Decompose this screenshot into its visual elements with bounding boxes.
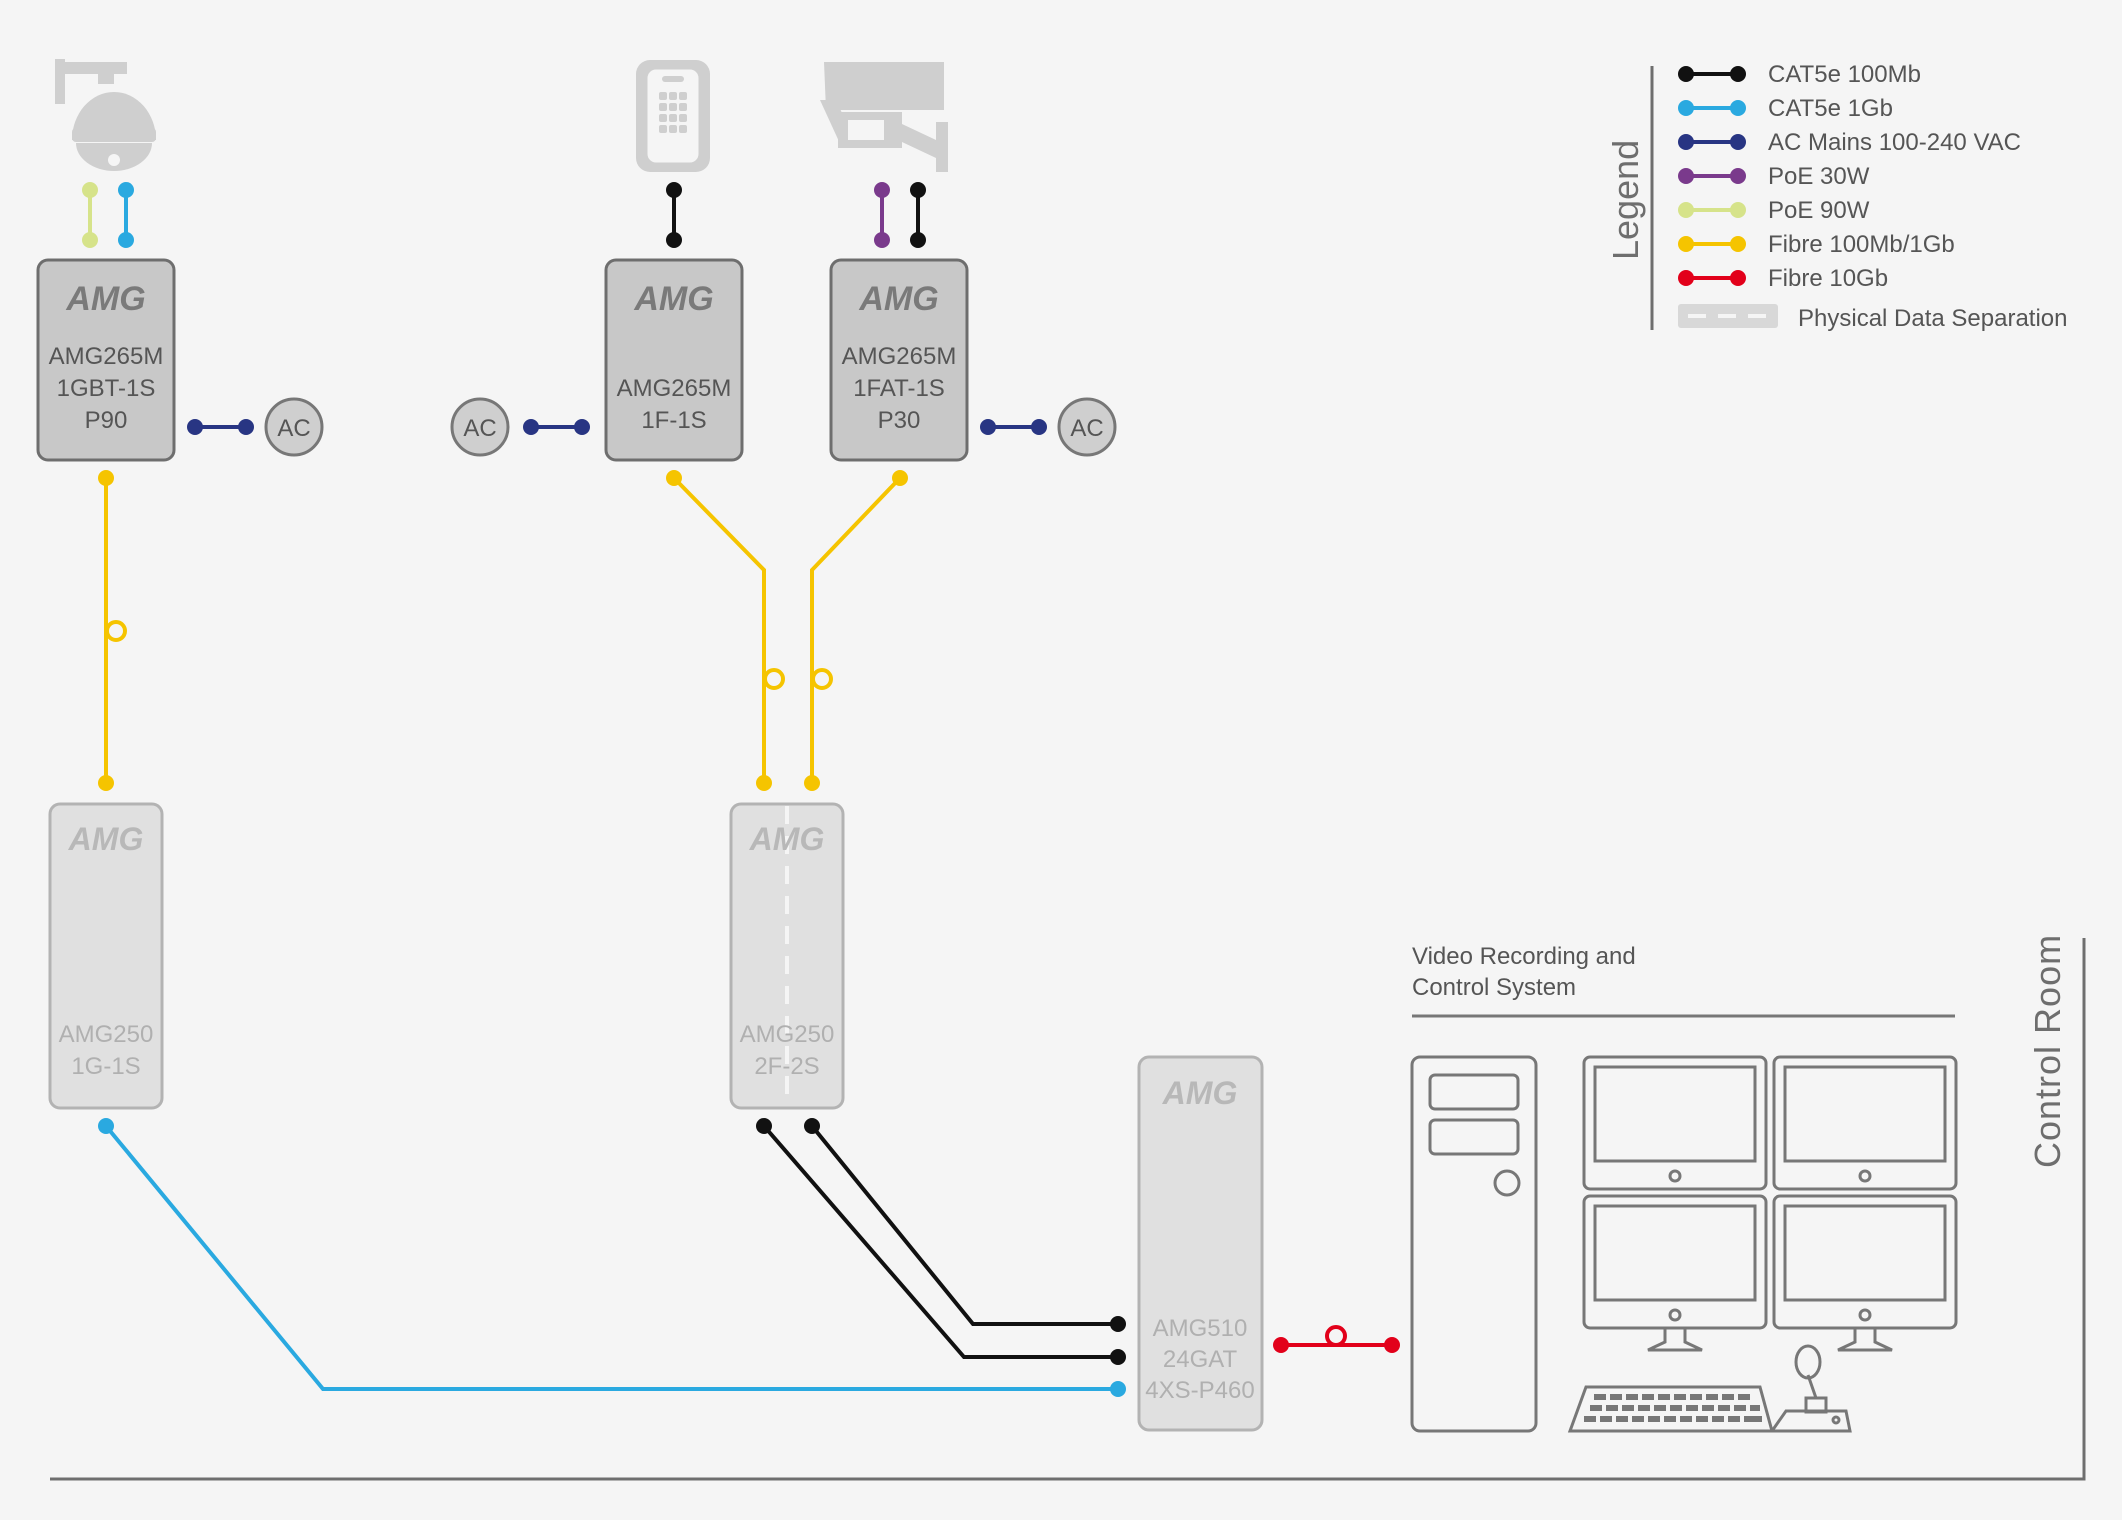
legend-swatch-dot xyxy=(1678,100,1694,116)
ac-label: AC xyxy=(1070,415,1103,442)
legend-label: PoE 30W xyxy=(1768,163,1870,190)
legend-separation-label: Physical Data Separation xyxy=(1798,305,2067,332)
device-variant: 24GAT xyxy=(1163,1346,1238,1373)
legend-label: PoE 90W xyxy=(1768,197,1870,224)
legend-label: CAT5e 1Gb xyxy=(1768,95,1893,122)
legend-swatch-dot xyxy=(1730,168,1746,184)
fibre-link xyxy=(672,476,766,783)
ac-label: AC xyxy=(277,415,310,442)
legend-swatch-dot xyxy=(1730,270,1746,286)
device-model: AMG250 xyxy=(59,1021,154,1048)
device-amg265m-1gbt-1s-p90: AMG AMG265M 1GBT-1S P90 xyxy=(36,258,176,462)
fibre-loops xyxy=(105,620,1347,1347)
legend-item: CAT5e 100Mb xyxy=(1678,61,1921,88)
device-power: P30 xyxy=(878,407,921,434)
device-amg250-2f-2s: AMG AMG250 2F-2S xyxy=(729,802,845,1110)
legend-item: Fibre 100Mb/1Gb xyxy=(1678,231,1955,258)
ptz-camera-icon xyxy=(55,59,156,171)
legend-swatch-dot xyxy=(1730,134,1746,150)
amg-logo: AMG xyxy=(633,280,713,318)
device-amg250-1g-1s: AMG AMG250 1G-1S xyxy=(48,802,164,1110)
legend-label: CAT5e 100Mb xyxy=(1768,61,1921,88)
device-variant: 2F-2S xyxy=(754,1053,819,1080)
device-power: P90 xyxy=(85,407,128,434)
device-amg265m-1fat-1s-p30: AMG AMG265M 1FAT-1S P30 xyxy=(829,258,969,462)
device-model: AMG250 xyxy=(740,1021,835,1048)
amg-logo: AMG xyxy=(1162,1075,1238,1111)
joystick-icon xyxy=(1769,1344,1852,1433)
control-room-border xyxy=(50,938,2086,1481)
device-model: AMG265M xyxy=(49,343,164,370)
device-variant: 1GBT-1S xyxy=(57,375,156,402)
legend-item: PoE 30W xyxy=(1678,163,1870,190)
legend-swatch-dot xyxy=(1678,202,1694,218)
monitor-icon xyxy=(1582,1194,1768,1352)
legend-label: Fibre 10Gb xyxy=(1768,265,1888,292)
legend-title: Legend xyxy=(1605,140,1646,260)
legend-item: AC Mains 100-240 VAC xyxy=(1678,129,2021,156)
keyboard-icon xyxy=(1567,1385,1774,1433)
system-title-line1: Video Recording and xyxy=(1412,943,1636,970)
legend-swatch-dot xyxy=(1730,100,1746,116)
device-amg265m-1f-1s: AMG AMG265M 1F-1S xyxy=(604,258,744,462)
connection-endpoints xyxy=(82,182,1400,1397)
legend-label: Fibre 100Mb/1Gb xyxy=(1768,231,1955,258)
legend-swatch-dot xyxy=(1678,134,1694,150)
cat5e-100mb-link xyxy=(810,1124,1118,1326)
device-model: AMG265M xyxy=(617,375,732,402)
ac-power-source: AC xyxy=(1057,397,1117,457)
legend-label: AC Mains 100-240 VAC xyxy=(1768,129,2021,156)
device-model: AMG265M xyxy=(842,343,957,370)
device-power: 4XS-P460 xyxy=(1145,1377,1254,1404)
ac-label: AC xyxy=(463,415,496,442)
control-room-title: Control Room xyxy=(2027,934,2068,1168)
fibre-link xyxy=(810,476,902,783)
ac-power-source: AC xyxy=(450,397,510,457)
keypad-icon xyxy=(636,60,710,172)
cat5e-100mb-link xyxy=(762,1124,1118,1359)
monitor-icon xyxy=(1772,1194,1958,1352)
legend-item: CAT5e 1Gb xyxy=(1678,95,1893,122)
legend-swatch-dot xyxy=(1678,168,1694,184)
amg-logo: AMG xyxy=(68,821,144,857)
cat5e-1gb-link xyxy=(104,1124,1118,1391)
legend-swatch-dot xyxy=(1678,66,1694,82)
system-title-line2: Control System xyxy=(1412,974,1576,1001)
amg-logo: AMG xyxy=(749,821,825,857)
device-variant: 1F-1S xyxy=(641,407,706,434)
legend-swatch-dot xyxy=(1730,236,1746,252)
legend-swatch-dot xyxy=(1730,202,1746,218)
device-variant: 1G-1S xyxy=(71,1053,140,1080)
legend-swatch-dot xyxy=(1678,270,1694,286)
tower-pc-icon xyxy=(1410,1055,1538,1433)
device-amg510-24gat-4xs-p460: AMG AMG510 24GAT 4XS-P460 xyxy=(1137,1055,1264,1432)
device-variant: 1FAT-1S xyxy=(853,375,945,402)
legend-separation-swatch xyxy=(1678,304,1778,328)
legend-swatch-dot xyxy=(1730,66,1746,82)
legend-item: PoE 90W xyxy=(1678,197,1870,224)
control-room: Control Room Video Recording and Control… xyxy=(50,934,2086,1481)
legend-swatch-dot xyxy=(1678,236,1694,252)
amg-logo: AMG xyxy=(65,280,145,318)
monitor-icon xyxy=(1582,1055,1768,1191)
amg-logo: AMG xyxy=(858,280,938,318)
device-model: AMG510 xyxy=(1153,1315,1248,1342)
ac-power-source: AC xyxy=(264,397,324,457)
monitor-icon xyxy=(1772,1055,1958,1191)
bullet-camera-icon xyxy=(820,62,948,172)
legend-item: Fibre 10Gb xyxy=(1678,265,1888,292)
